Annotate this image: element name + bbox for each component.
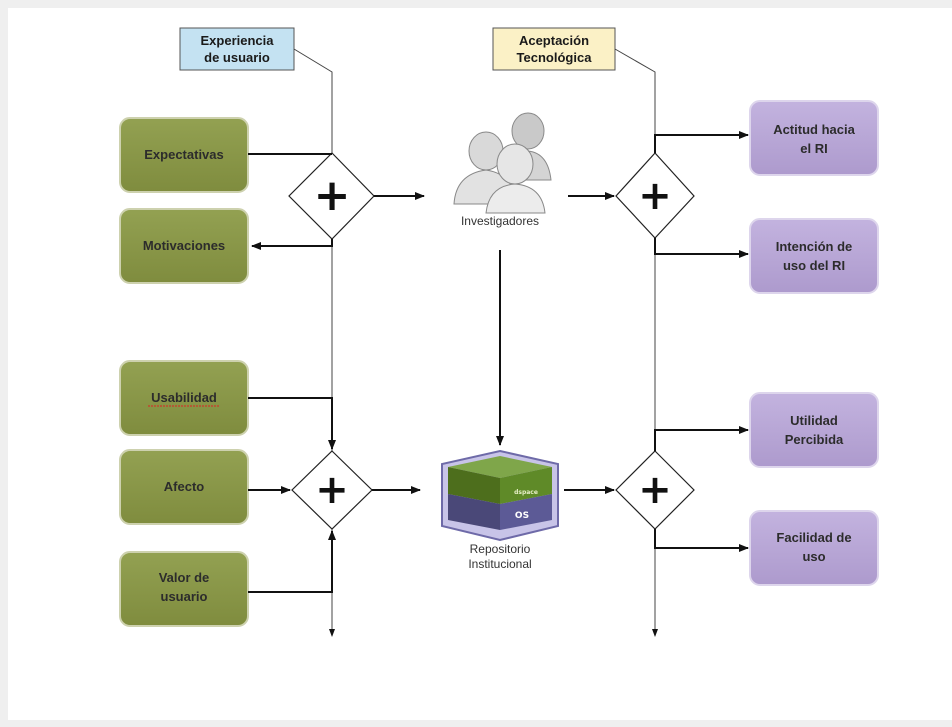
combine-node-bottom-right: + [615,450,695,530]
box-utilidad-line1: Utilidad [790,413,838,428]
box-utilidad-line2: Percibida [785,432,844,447]
diagram-canvas: Experiencia de usuario Aceptación Tecnol… [8,8,952,720]
box-actitud-line1: Actitud hacia [773,122,855,137]
box-intencion-line1: Intención de [776,239,853,254]
repo-bottom-label: OS [515,511,529,521]
people-icon [453,112,552,214]
connectors [248,131,749,593]
repo-top-label: dspace [514,489,538,496]
box-usabilidad: Usabilidad [119,360,249,436]
header-tech-line2: Tecnológica [517,50,593,65]
box-expectativas: Expectativas [119,117,249,193]
box-facilidad-line2: uso [802,549,825,564]
box-afecto: Afecto [119,449,249,525]
box-usabilidad-label: Usabilidad [151,390,217,405]
header-experiencia-usuario: Experiencia de usuario [179,27,295,71]
header-aceptacion-tecnologica: Aceptación Tecnológica [492,27,616,71]
header-ux-line2: de usuario [204,50,270,65]
box-valor-line2: usuario [161,589,208,604]
box-afecto-label: Afecto [164,479,205,494]
plus-icon: + [315,467,349,513]
box-facilidad: Facilidad de uso [749,510,879,586]
plus-icon: + [314,170,351,221]
plus-icon: + [638,173,672,219]
box-intencion-line2: uso del RI [783,258,845,273]
repositorio-label-line1: Repositorio [470,542,531,556]
box-utilidad: Utilidad Percibida [749,392,879,468]
header-tech-line1: Aceptación [519,33,589,48]
combine-node-bottom-left: + [291,450,373,530]
repositorio-label-line2: Institucional [468,557,531,571]
box-facilidad-line1: Facilidad de [776,530,851,545]
investigadores-label: Investigadores [461,214,539,228]
box-intencion: Intención de uso del RI [749,218,879,294]
combine-node-top-left: + [288,152,375,240]
box-expectativas-label: Expectativas [144,147,224,162]
box-motivaciones-label: Motivaciones [143,238,225,253]
box-valor-line1: Valor de [159,570,210,585]
box-actitud: Actitud hacia el RI [749,100,879,176]
box-actitud-line2: el RI [800,141,827,156]
combine-node-top-right: + [615,152,695,239]
diagram-svg: Experiencia de usuario Aceptación Tecnol… [119,27,879,637]
box-valor-usuario: Valor de usuario [119,551,249,627]
header-ux-line1: Experiencia [201,33,275,48]
plus-icon: + [638,467,672,513]
box-motivaciones: Motivaciones [119,208,249,284]
repository-icon: dspace OS [441,449,559,542]
